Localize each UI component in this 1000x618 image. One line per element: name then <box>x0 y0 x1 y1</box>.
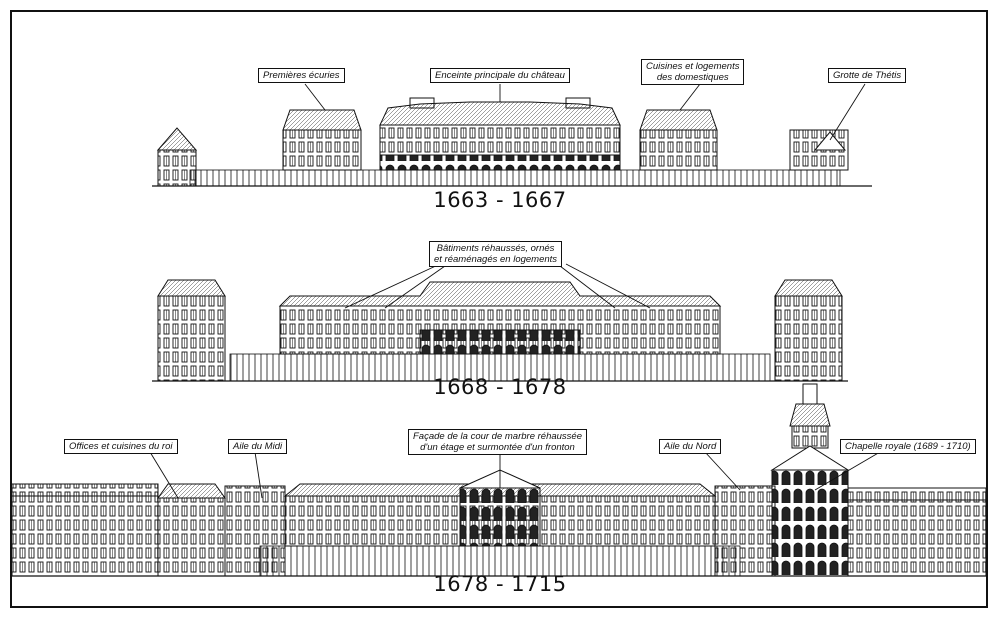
label-cuisines-line1: Cuisines et logements <box>646 61 740 72</box>
label-batiments-line2: et réaménagés en logements <box>434 254 558 265</box>
label-batiments: Bâtiments réhaussés, ornés et réaménagés… <box>429 241 563 267</box>
elevation-1678-1715 <box>11 383 987 577</box>
label-aile-midi-text: Aile du Midi <box>233 441 283 452</box>
label-batiments-line1: Bâtiments réhaussés, ornés <box>436 243 555 254</box>
label-premieres-ecuries-text: Premières écuries <box>263 70 340 81</box>
label-premieres-ecuries: Premières écuries <box>258 68 345 83</box>
label-enceinte: Enceinte principale du château <box>430 68 570 83</box>
label-aile-midi: Aile du Midi <box>228 439 288 454</box>
label-offices: Offices et cuisines du roi <box>64 439 178 454</box>
label-chapelle: Chapelle royale (1689 - 1710) <box>840 439 976 454</box>
label-grotte: Grotte de Thétis <box>828 68 907 83</box>
period-1678-1715: 1678 - 1715 <box>433 572 567 596</box>
drawing-frame <box>10 10 988 608</box>
label-aile-nord-text: Aile du Nord <box>664 441 717 452</box>
elevation-1663-1667 <box>152 83 872 187</box>
label-cuisines-line2: des domestiques <box>656 72 729 83</box>
label-grotte-text: Grotte de Thétis <box>833 70 902 81</box>
label-cuisines: Cuisines et logements des domestiques <box>641 59 745 85</box>
label-offices-text: Offices et cuisines du roi <box>69 441 173 452</box>
label-enceinte-text: Enceinte principale du château <box>435 70 565 81</box>
label-chapelle-text: Chapelle royale (1689 - 1710) <box>845 441 971 452</box>
label-facade-line2: d'un étage et surmontée d'un fronton <box>420 442 575 453</box>
label-facade: Façade de la cour de marbre réhaussée d'… <box>408 429 587 455</box>
label-aile-nord: Aile du Nord <box>659 439 722 454</box>
period-1663-1667: 1663 - 1667 <box>433 188 567 212</box>
label-facade-line1: Façade de la cour de marbre réhaussée <box>413 431 582 442</box>
period-1668-1678: 1668 - 1678 <box>433 375 567 399</box>
elevation-1668-1678 <box>152 263 848 382</box>
